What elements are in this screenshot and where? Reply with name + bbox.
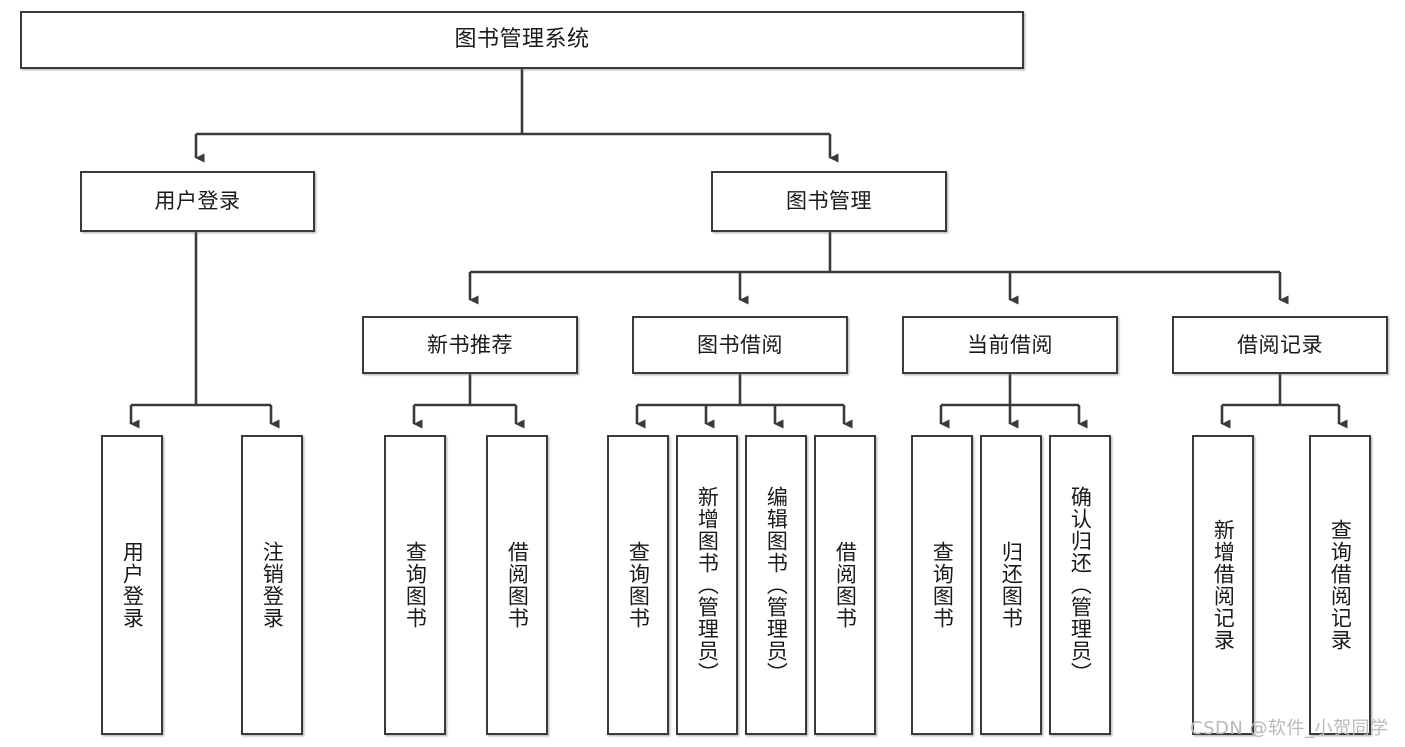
leaf-current-return-book[interactable]: 归还图书	[980, 435, 1042, 735]
leaf-record-query-record[interactable]: 查询借阅记录	[1309, 435, 1371, 735]
leaf-record-add-record[interactable]: 新增借阅记录	[1192, 435, 1254, 735]
leaf-current-query-book[interactable]: 查询图书	[911, 435, 973, 735]
leaf-recommend-borrow-book[interactable]: 借阅图书	[486, 435, 548, 735]
node-book-management[interactable]: 图书管理	[711, 171, 947, 232]
leaf-recommend-query-book[interactable]: 查询图书	[384, 435, 446, 735]
node-label: 用户登录	[154, 189, 241, 214]
node-root-system[interactable]: 图书管理系统	[20, 11, 1024, 69]
leaf-current-confirm-return[interactable]: 确认归还（管理员）	[1049, 435, 1111, 735]
node-label: 编辑图书（管理员）	[764, 486, 789, 684]
leaf-user-login-signin[interactable]: 用户登录	[101, 435, 163, 735]
leaf-user-login-signout[interactable]: 注销登录	[241, 435, 303, 735]
csdn-watermark: CSDN @软件_小贺同学	[1190, 718, 1389, 739]
node-label: 新增图书（管理员）	[695, 486, 720, 684]
node-label: 图书管理系统	[454, 27, 590, 53]
node-borrow-record[interactable]: 借阅记录	[1172, 316, 1388, 374]
leaf-borrow-edit-book[interactable]: 编辑图书（管理员）	[745, 435, 807, 735]
node-label: 图书借阅	[697, 332, 783, 357]
node-user-login[interactable]: 用户登录	[80, 171, 315, 232]
node-label: 借阅图书	[505, 541, 530, 629]
node-label: 借阅图书	[833, 541, 858, 629]
node-label: 新增借阅记录	[1211, 519, 1236, 651]
node-label: 归还图书	[999, 541, 1024, 629]
node-label: 查询图书	[403, 541, 428, 629]
node-new-book-recommend[interactable]: 新书推荐	[362, 316, 578, 374]
node-label: 当前借阅	[967, 332, 1053, 357]
node-label: 新书推荐	[427, 332, 513, 357]
node-book-borrow[interactable]: 图书借阅	[632, 316, 848, 374]
leaf-borrow-add-book[interactable]: 新增图书（管理员）	[676, 435, 738, 735]
node-label: 借阅记录	[1237, 332, 1323, 357]
node-label: 查询借阅记录	[1328, 519, 1353, 651]
leaf-borrow-query-book[interactable]: 查询图书	[607, 435, 669, 735]
node-label: 用户登录	[120, 541, 145, 629]
node-label: 查询图书	[626, 541, 651, 629]
node-label: 图书管理	[786, 189, 872, 214]
node-label: 查询图书	[930, 541, 955, 629]
node-label: 注销登录	[260, 541, 285, 629]
node-label: 确认归还（管理员）	[1068, 486, 1093, 684]
leaf-borrow-borrow-book[interactable]: 借阅图书	[814, 435, 876, 735]
node-current-borrow[interactable]: 当前借阅	[902, 316, 1118, 374]
